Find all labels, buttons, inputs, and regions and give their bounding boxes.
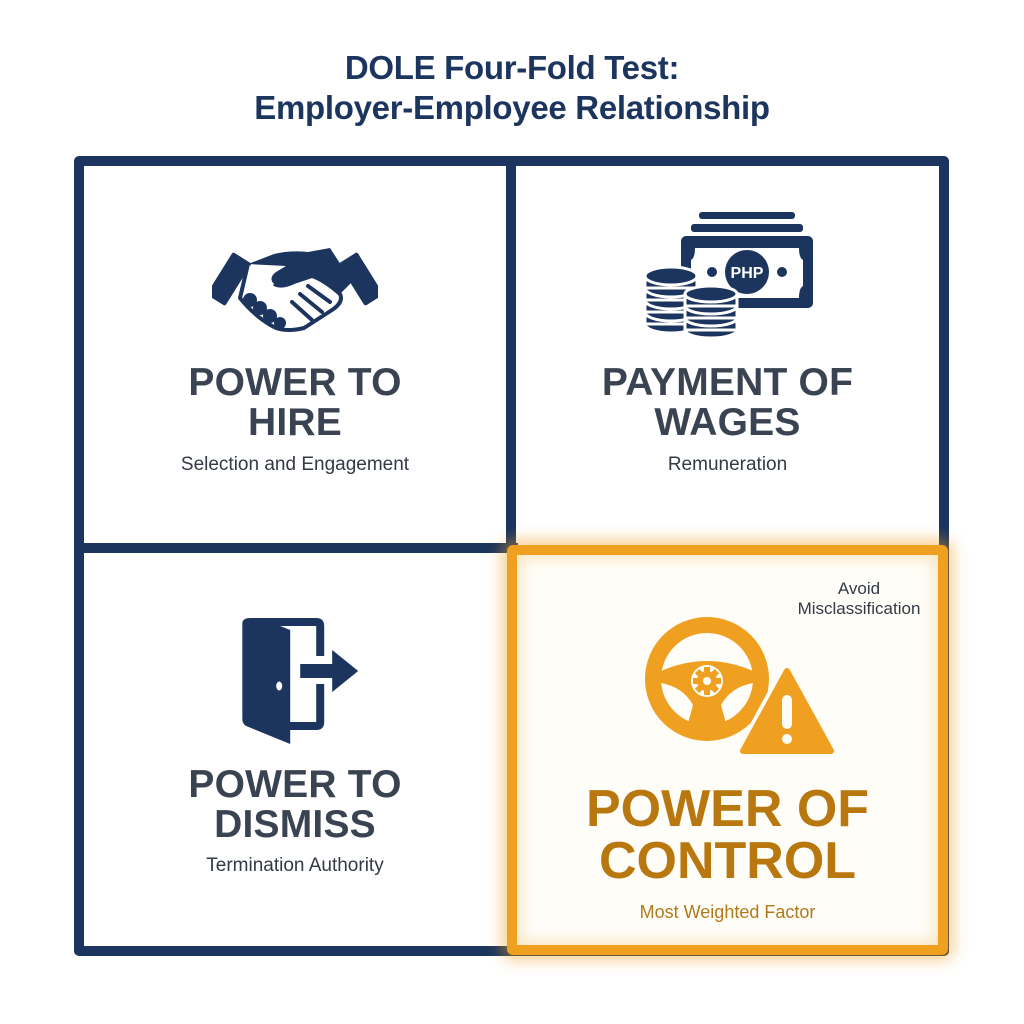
quadrant-payment-of-wages: PHP bbox=[516, 166, 939, 543]
steering-wheel-warning-icon bbox=[635, 609, 840, 760]
quadrant-subtitle: Remuneration bbox=[667, 454, 788, 475]
heading-line-2: DISMISS bbox=[214, 803, 376, 846]
grid-divider-horizontal bbox=[78, 543, 518, 553]
heading-line-1: POWER TO bbox=[188, 361, 402, 404]
heading-line-1: POWER TO bbox=[188, 763, 402, 806]
quadrant-power-to-dismiss: POWER TO DISMISS Termination Authority bbox=[84, 553, 506, 946]
page-title: DOLE Four-Fold Test: Employer-Employee R… bbox=[0, 48, 1024, 128]
note-line-1: Avoid bbox=[837, 579, 881, 598]
door-exit-icon bbox=[242, 618, 362, 744]
svg-text:PHP: PHP bbox=[730, 265, 763, 282]
quadrant-heading: PAYMENT OF WAGES bbox=[516, 363, 939, 443]
grid-divider-vertical bbox=[506, 160, 516, 550]
handshake-icon bbox=[207, 232, 383, 332]
quadrant-power-to-hire: POWER TO HIRE Selection and Engagement bbox=[84, 166, 506, 543]
quadrant-heading: POWER TO DISMISS bbox=[84, 765, 506, 845]
heading-line-1: PAYMENT OF bbox=[601, 361, 854, 404]
quadrant-subtitle: Termination Authority bbox=[206, 855, 384, 876]
money-coins-icon: PHP bbox=[643, 210, 813, 340]
title-line-1: DOLE Four-Fold Test: bbox=[344, 49, 680, 86]
heading-line-1: POWER OF bbox=[585, 780, 870, 838]
heading-line-2: WAGES bbox=[654, 401, 801, 444]
quadrant-heading: POWER OF CONTROL bbox=[517, 783, 938, 887]
misclassification-note: Avoid Misclassification bbox=[779, 579, 939, 619]
quadrant-power-of-control: Avoid Misclassification bbox=[507, 545, 948, 955]
quadrant-heading: POWER TO HIRE bbox=[84, 363, 506, 443]
title-line-2: Employer-Employee Relationship bbox=[254, 89, 770, 126]
heading-line-2: CONTROL bbox=[598, 832, 857, 890]
quadrant-subtitle: Most Weighted Factor bbox=[639, 902, 816, 922]
quadrant-subtitle: Selection and Engagement bbox=[180, 454, 410, 475]
heading-line-2: HIRE bbox=[248, 401, 342, 444]
note-line-2: Misclassification bbox=[797, 599, 921, 618]
